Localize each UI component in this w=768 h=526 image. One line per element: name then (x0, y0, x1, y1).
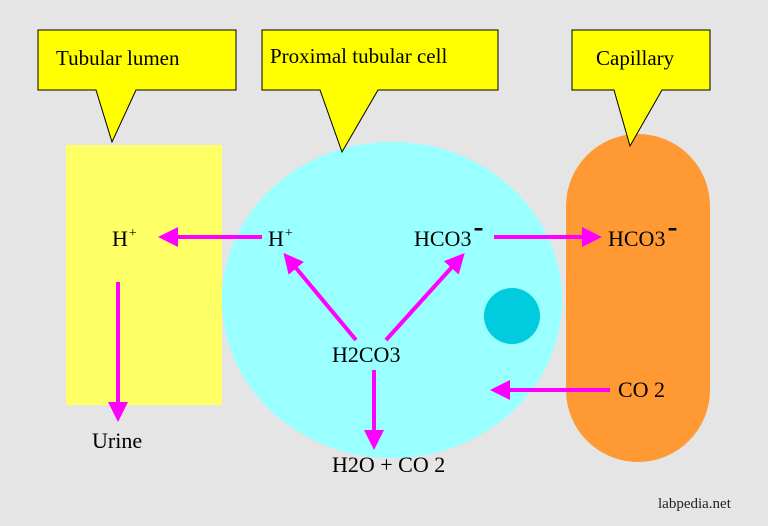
hco3-cell-text: HCO3 (414, 226, 472, 251)
hco3-capillary-text: HCO3 (608, 226, 666, 251)
h2co3-label: H2CO3 (332, 342, 401, 367)
h-ion-cell-label: H+ (268, 226, 293, 252)
h-ion-lumen-sup: + (128, 226, 137, 241)
urine-label: Urine (92, 428, 143, 453)
callout-proximal-cell-text: Proximal tubular cell (270, 44, 448, 68)
arrow-h2co3-to-hco3 (384, 253, 465, 342)
callout-capillary (571, 29, 711, 148)
callout-proximal-cell (261, 29, 499, 154)
h-ion-cell-text: H (268, 226, 284, 251)
hco3-cell-label: HCO3- (414, 212, 483, 252)
arrow-h2co3-to-h (283, 252, 358, 342)
hco3-capillary-charge: - (667, 210, 678, 243)
capillary-capsule (566, 134, 710, 462)
h-ion-lumen-label: H+ (112, 226, 137, 252)
callout-capillary-text: Capillary (596, 46, 675, 70)
tubular-lumen-rect (66, 145, 222, 405)
hco3-capillary-label: HCO3- (608, 212, 677, 252)
hco3-cell-charge: - (473, 210, 484, 243)
nucleus-circle (484, 288, 540, 344)
proximal-cell-ellipse (222, 142, 562, 458)
callout-tubular-lumen-text: Tubular lumen (56, 46, 180, 70)
co2-capillary-label: CO 2 (618, 377, 666, 402)
h-ion-lumen-text: H (112, 226, 128, 251)
h2o-co2-label: H2O + CO 2 (332, 452, 446, 477)
callout-tubular-lumen (37, 29, 237, 144)
h-ion-cell-sup: + (284, 226, 293, 241)
watermark: labpedia.net (658, 496, 731, 512)
